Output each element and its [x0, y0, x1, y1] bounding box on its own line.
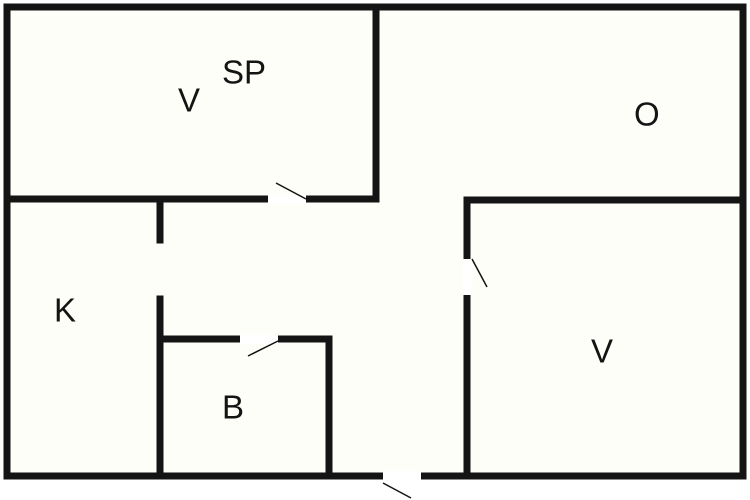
walls [3, 3, 747, 480]
door-opening-vsp [268, 195, 306, 204]
door-opening-entrance [383, 471, 421, 482]
door-opening-bath [240, 335, 278, 344]
room-label-sp: SP [222, 54, 266, 91]
room-label-v-top: V [178, 82, 200, 119]
door-leaf-vright [471, 258, 488, 288]
door-opening-vright [463, 259, 472, 295]
doors [240, 182, 488, 499]
door-leaf-bath [247, 340, 279, 357]
door-leaf-entrance [382, 482, 412, 499]
room-label-v-right: V [591, 333, 613, 370]
room-label-b: B [222, 389, 244, 426]
room-label-k: K [54, 292, 76, 329]
door-leaf-vsp [275, 182, 307, 200]
room-label-o: O [634, 96, 660, 133]
